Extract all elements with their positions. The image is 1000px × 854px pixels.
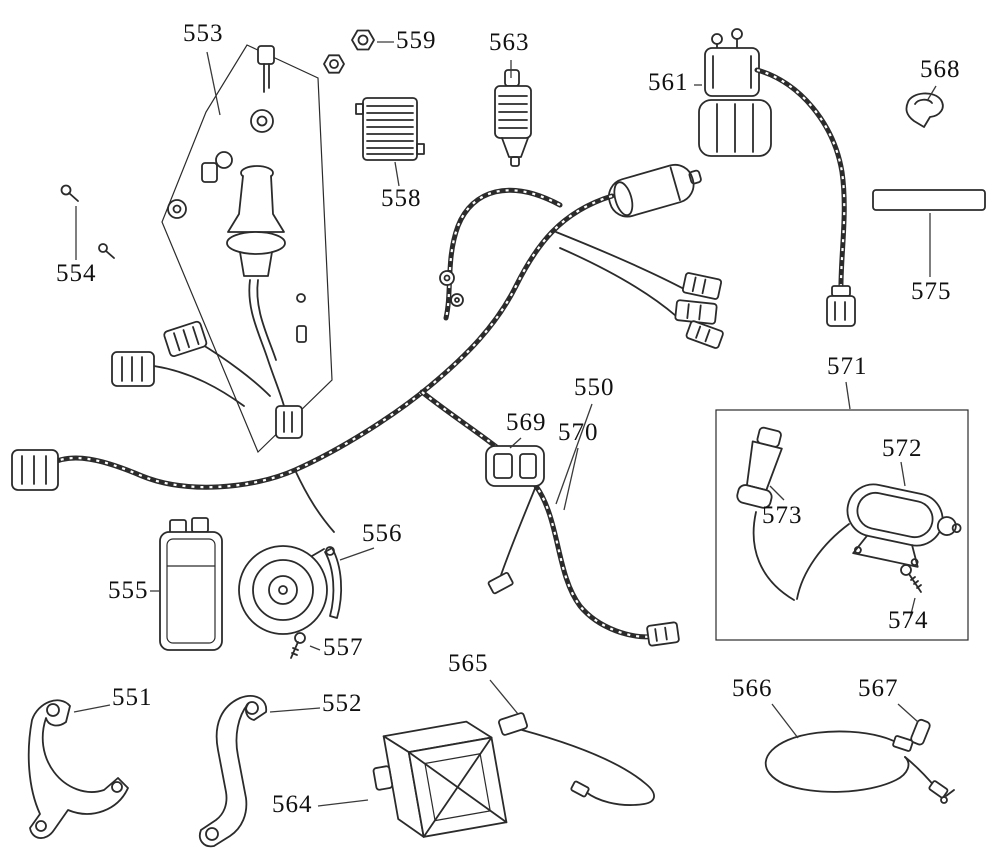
ignition-switch-drawing <box>167 45 307 439</box>
part-label-563: 563 <box>489 29 530 56</box>
part-label-570: 570 <box>558 419 599 446</box>
cdi-unit-drawing <box>159 517 223 651</box>
screw-557-drawing <box>290 632 306 659</box>
horn-drawing <box>238 545 342 635</box>
cable-566-drawing <box>764 730 949 799</box>
fuel-filter-drawing <box>494 69 532 167</box>
part-label-568: 568 <box>920 56 961 83</box>
cable-565-drawing <box>498 712 655 806</box>
part-label-565: 565 <box>448 650 489 677</box>
part-label-572: 572 <box>882 435 923 462</box>
part-label-551: 551 <box>112 684 153 711</box>
nuts-drawing <box>323 29 375 74</box>
connector-drawing <box>485 445 545 487</box>
part-label-550: 550 <box>574 374 615 401</box>
part-label-561: 561 <box>648 69 689 96</box>
ignition-coil-drawing <box>796 483 962 600</box>
part-label-573: 573 <box>762 502 803 529</box>
screw-574-drawing <box>900 564 922 593</box>
strip-drawing <box>872 189 986 211</box>
bracket-551-drawing <box>27 699 129 839</box>
wiring-harness-drawing <box>11 163 724 647</box>
part-label-553: 553 <box>183 20 224 47</box>
part-label-569: 569 <box>506 409 547 436</box>
part-label-567: 567 <box>858 675 899 702</box>
part-label-571: 571 <box>827 353 868 380</box>
part-567-drawing <box>910 718 955 804</box>
part-label-558: 558 <box>381 185 422 212</box>
screws-drawing <box>60 184 115 259</box>
part-label-574: 574 <box>888 607 929 634</box>
part-label-564: 564 <box>272 791 313 818</box>
part-label-566: 566 <box>732 675 773 702</box>
part-label-559: 559 <box>396 27 437 54</box>
starter-relay-drawing <box>698 28 856 327</box>
spark-plug-cap-drawing <box>736 426 795 601</box>
part-label-555: 555 <box>108 577 149 604</box>
bracket-552-drawing <box>199 695 268 848</box>
part-label-575: 575 <box>911 278 952 305</box>
ignition-switch-outline <box>161 44 333 454</box>
clamp-drawing <box>905 92 944 128</box>
part-label-557: 557 <box>323 634 364 661</box>
part-label-554: 554 <box>56 260 97 287</box>
battery-bracket-drawing <box>372 720 508 838</box>
leader-lines <box>73 41 937 807</box>
part-label-552: 552 <box>322 690 363 717</box>
part-label-556: 556 <box>362 520 403 547</box>
ignition-coil-box <box>715 409 969 641</box>
regulator-rectifier-drawing <box>355 97 425 161</box>
